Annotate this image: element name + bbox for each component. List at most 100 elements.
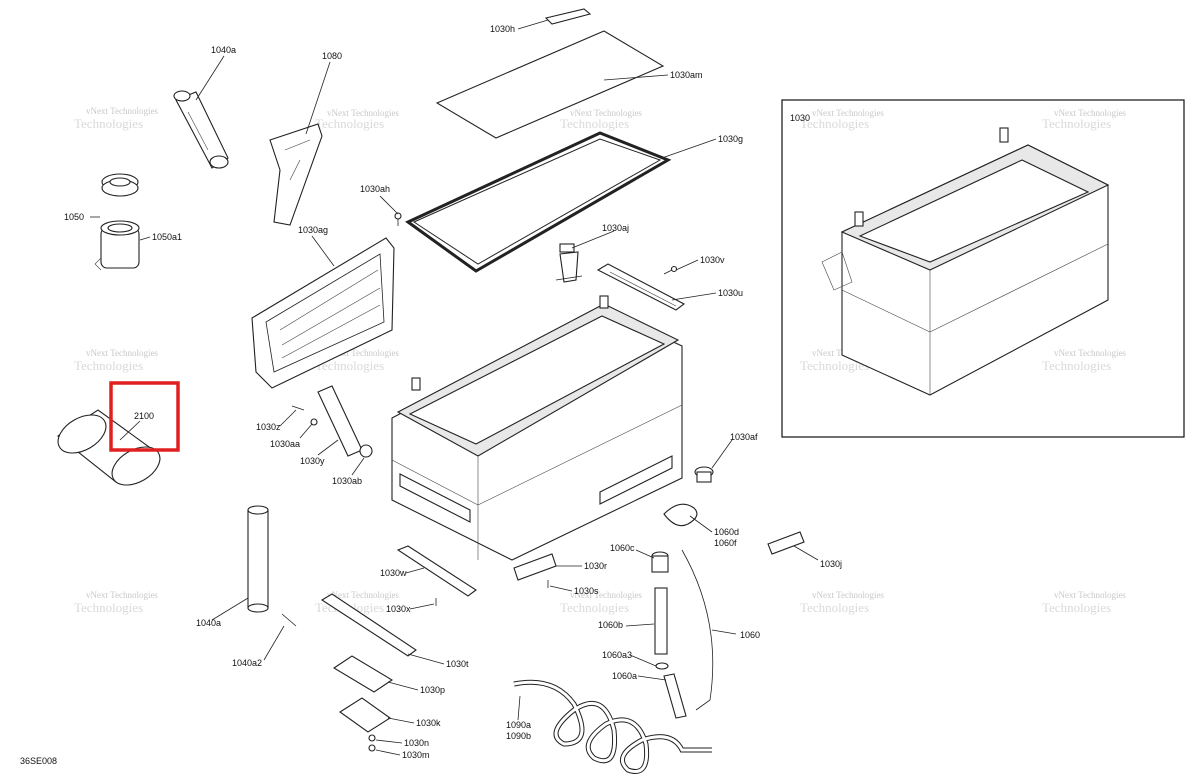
part-1050-drawing xyxy=(101,173,139,197)
label-1060a3: 1060a3 xyxy=(602,650,632,660)
watermark-text: vNext Technologies xyxy=(812,108,884,118)
part-1030g-drawing xyxy=(405,131,672,273)
label-1030g: 1030g xyxy=(718,134,743,144)
label-1030w: 1030w xyxy=(380,568,407,578)
label-1030n: 1030n xyxy=(404,738,429,748)
watermark-text: vNext Technologies xyxy=(327,590,399,600)
inset-handle xyxy=(854,211,864,227)
diagram-code: 36SE008 xyxy=(20,756,57,766)
label-1030r: 1030r xyxy=(584,561,607,571)
inset-frame xyxy=(781,99,1185,438)
label-1090b: 1090b xyxy=(506,731,531,741)
label-1030m: 1030m xyxy=(402,750,430,760)
part-1030r-drawing xyxy=(513,553,557,581)
highlight-box xyxy=(109,381,180,452)
part-1030v-drawing xyxy=(663,265,678,275)
label-1030ah: 1030ah xyxy=(360,184,390,194)
watermark-text: vNext Technologies xyxy=(327,348,399,358)
part-1060-bracket-line xyxy=(681,549,714,711)
watermark-text: Technologies xyxy=(74,358,143,373)
label-1040a2: 1040a2 xyxy=(232,658,262,668)
label-1030am: 1030am xyxy=(670,70,703,80)
watermark-text: Technologies xyxy=(800,600,869,615)
part-1030aa-drawing xyxy=(310,418,318,426)
label-1060f: 1060f xyxy=(714,538,737,548)
watermark-text: vNext Technologies xyxy=(1054,108,1126,118)
part-1050a1-drawing xyxy=(94,220,140,271)
part-1060b-drawing xyxy=(654,587,668,655)
watermark-text: Technologies xyxy=(800,358,869,373)
inset-assembly-view: 1030 xyxy=(781,99,1185,438)
part-1030ah-drawing xyxy=(394,212,402,226)
label-1060c: 1060c xyxy=(610,543,635,553)
part-1060a-drawing xyxy=(663,673,687,719)
watermark-text: Technologies xyxy=(800,116,869,131)
leader-lines xyxy=(90,19,819,756)
box-handle xyxy=(599,295,609,309)
label-1030u: 1030u xyxy=(718,288,743,298)
part-1030aj-drawing xyxy=(555,243,583,283)
watermark-text: vNext Technologies xyxy=(812,590,884,600)
watermark-text: vNext Technologies xyxy=(86,590,158,600)
watermark-text: vNext Technologies xyxy=(1054,348,1126,358)
label-1030h: 1030h xyxy=(490,24,515,34)
label-1090a: 1090a xyxy=(506,720,531,730)
label-1030k: 1030k xyxy=(416,718,441,728)
inset-box-drawing xyxy=(821,127,1110,396)
part-1030z-drawing xyxy=(291,405,305,411)
label-1060a: 1060a xyxy=(612,671,637,681)
label-1030p: 1030p xyxy=(420,685,445,695)
part-1030ab-drawing xyxy=(359,444,373,458)
part-1030k-drawing xyxy=(339,697,391,733)
label-1030ag: 1030ag xyxy=(298,225,328,235)
part-1030af-drawing xyxy=(694,466,714,483)
watermark-text: vNext Technologies xyxy=(86,348,158,358)
part-1030n-drawing xyxy=(368,734,376,742)
label-1030y: 1030y xyxy=(300,456,325,466)
part-1030w-drawing xyxy=(396,545,477,597)
part-1030y-drawing xyxy=(317,385,363,457)
label-1050a1: 1050a1 xyxy=(152,232,182,242)
part-1030t-drawing xyxy=(320,593,417,657)
inset-handle xyxy=(999,127,1009,143)
part-1030j-drawing xyxy=(767,531,805,555)
watermark-text: vNext Technologies xyxy=(327,108,399,118)
label-1030aa: 1030aa xyxy=(270,439,300,449)
watermark-text: vNext Technologies xyxy=(570,590,642,600)
watermark-text: Technologies xyxy=(560,116,629,131)
label-1030af: 1030af xyxy=(730,432,758,442)
label-1060: 1060 xyxy=(740,630,760,640)
label-1060b: 1060b xyxy=(598,620,623,630)
watermark-text: Technologies xyxy=(1042,600,1111,615)
label-1030t: 1030t xyxy=(446,659,469,669)
watermark-text: Technologies xyxy=(1042,116,1111,131)
part-1030ag-drawing xyxy=(251,237,395,389)
part-labels: 1030h 1030am 1030g 1040a 1080 1030ah 105… xyxy=(64,24,842,760)
watermark-text: Technologies xyxy=(560,600,629,615)
label-1030aj: 1030aj xyxy=(602,223,629,233)
box-handle xyxy=(411,377,421,391)
label-1060d: 1060d xyxy=(714,527,739,537)
part-1030p-drawing xyxy=(332,655,394,693)
label-1040a-top: 1040a xyxy=(211,45,236,55)
label-1030z: 1030z xyxy=(256,422,281,432)
watermark-text: vNext Technologies xyxy=(86,106,158,116)
part-1060c-drawing xyxy=(651,551,669,573)
watermark-text: Technologies xyxy=(74,116,143,131)
label-1030x: 1030x xyxy=(386,604,411,614)
part-1060a3-drawing xyxy=(655,662,669,670)
label-1030s: 1030s xyxy=(574,586,599,596)
part-1040a-top-drawing xyxy=(173,90,229,169)
label-1080: 1080 xyxy=(322,51,342,61)
watermark-text: vNext Technologies xyxy=(1054,590,1126,600)
label-1030ab: 1030ab xyxy=(332,476,362,486)
label-1030j: 1030j xyxy=(820,559,842,569)
main-storage-box-drawing xyxy=(391,295,683,561)
label-1050: 1050 xyxy=(64,212,84,222)
inset-label: 1030 xyxy=(790,113,810,123)
part-1030u-drawing xyxy=(596,263,686,311)
watermark-text: Technologies xyxy=(74,600,143,615)
watermark-text: Technologies xyxy=(315,358,384,373)
label-1040a-bottom: 1040a xyxy=(196,618,221,628)
watermark-text: Technologies xyxy=(1042,358,1111,373)
